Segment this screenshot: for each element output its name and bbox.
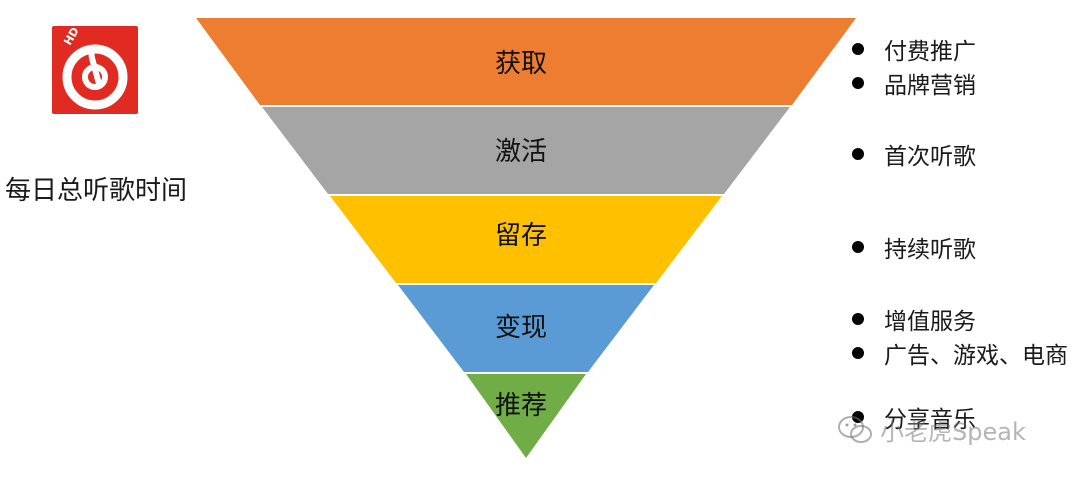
bullet-text: 分享音乐 [884,407,976,433]
bullet-item: 付费推广 [852,32,976,66]
bullet-item: 增值服务 [852,302,1068,336]
funnel-stage-label: 变现 [495,313,547,343]
bullets-monetization: 增值服务 广告、游戏、电商 [852,302,1068,370]
bullet-item: 品牌营销 [852,66,976,100]
bullet-text: 付费推广 [884,39,976,65]
bullets-acquisition: 付费推广 品牌营销 [852,32,976,100]
funnel-stage-label: 留存 [495,221,547,251]
funnel-stage-label: 激活 [495,137,547,167]
bullet-text: 持续听歌 [884,237,976,263]
bullets-activation: 首次听歌 [852,137,976,171]
funnel-stage-monetization [398,285,654,372]
bullet-item: 首次听歌 [852,137,976,171]
funnel-stage-label: 获取 [495,49,547,79]
bullet-dot [852,148,864,160]
netease-cloud-music-hd-icon: HD [52,25,138,114]
bullet-text: 广告、游戏、电商 [884,343,1068,369]
funnel-stage-label: 推荐 [495,391,547,421]
bullets-retention: 持续听歌 [852,230,976,264]
funnel-stage-acquisition [196,18,856,105]
funnel-stage-activation [262,107,790,194]
metric-label: 每日总听歌时间 [5,176,188,206]
funnel-stage-referral [466,374,586,458]
app-logo: HD [52,25,138,114]
bullets-referral: 分享音乐 [852,400,976,434]
bullet-text: 增值服务 [884,309,976,335]
bullet-dot [852,43,864,55]
bullet-text: 首次听歌 [884,144,976,170]
bullet-dot [852,347,864,359]
bullet-item: 广告、游戏、电商 [852,336,1068,370]
bullet-dot [852,411,864,423]
bullet-item: 持续听歌 [852,230,976,264]
bullet-item: 分享音乐 [852,400,976,434]
bullet-dot [852,241,864,253]
funnel-stage-retention [330,196,722,283]
bullet-text: 品牌营销 [884,73,976,99]
bullet-dot [852,313,864,325]
bullet-dot [852,77,864,89]
